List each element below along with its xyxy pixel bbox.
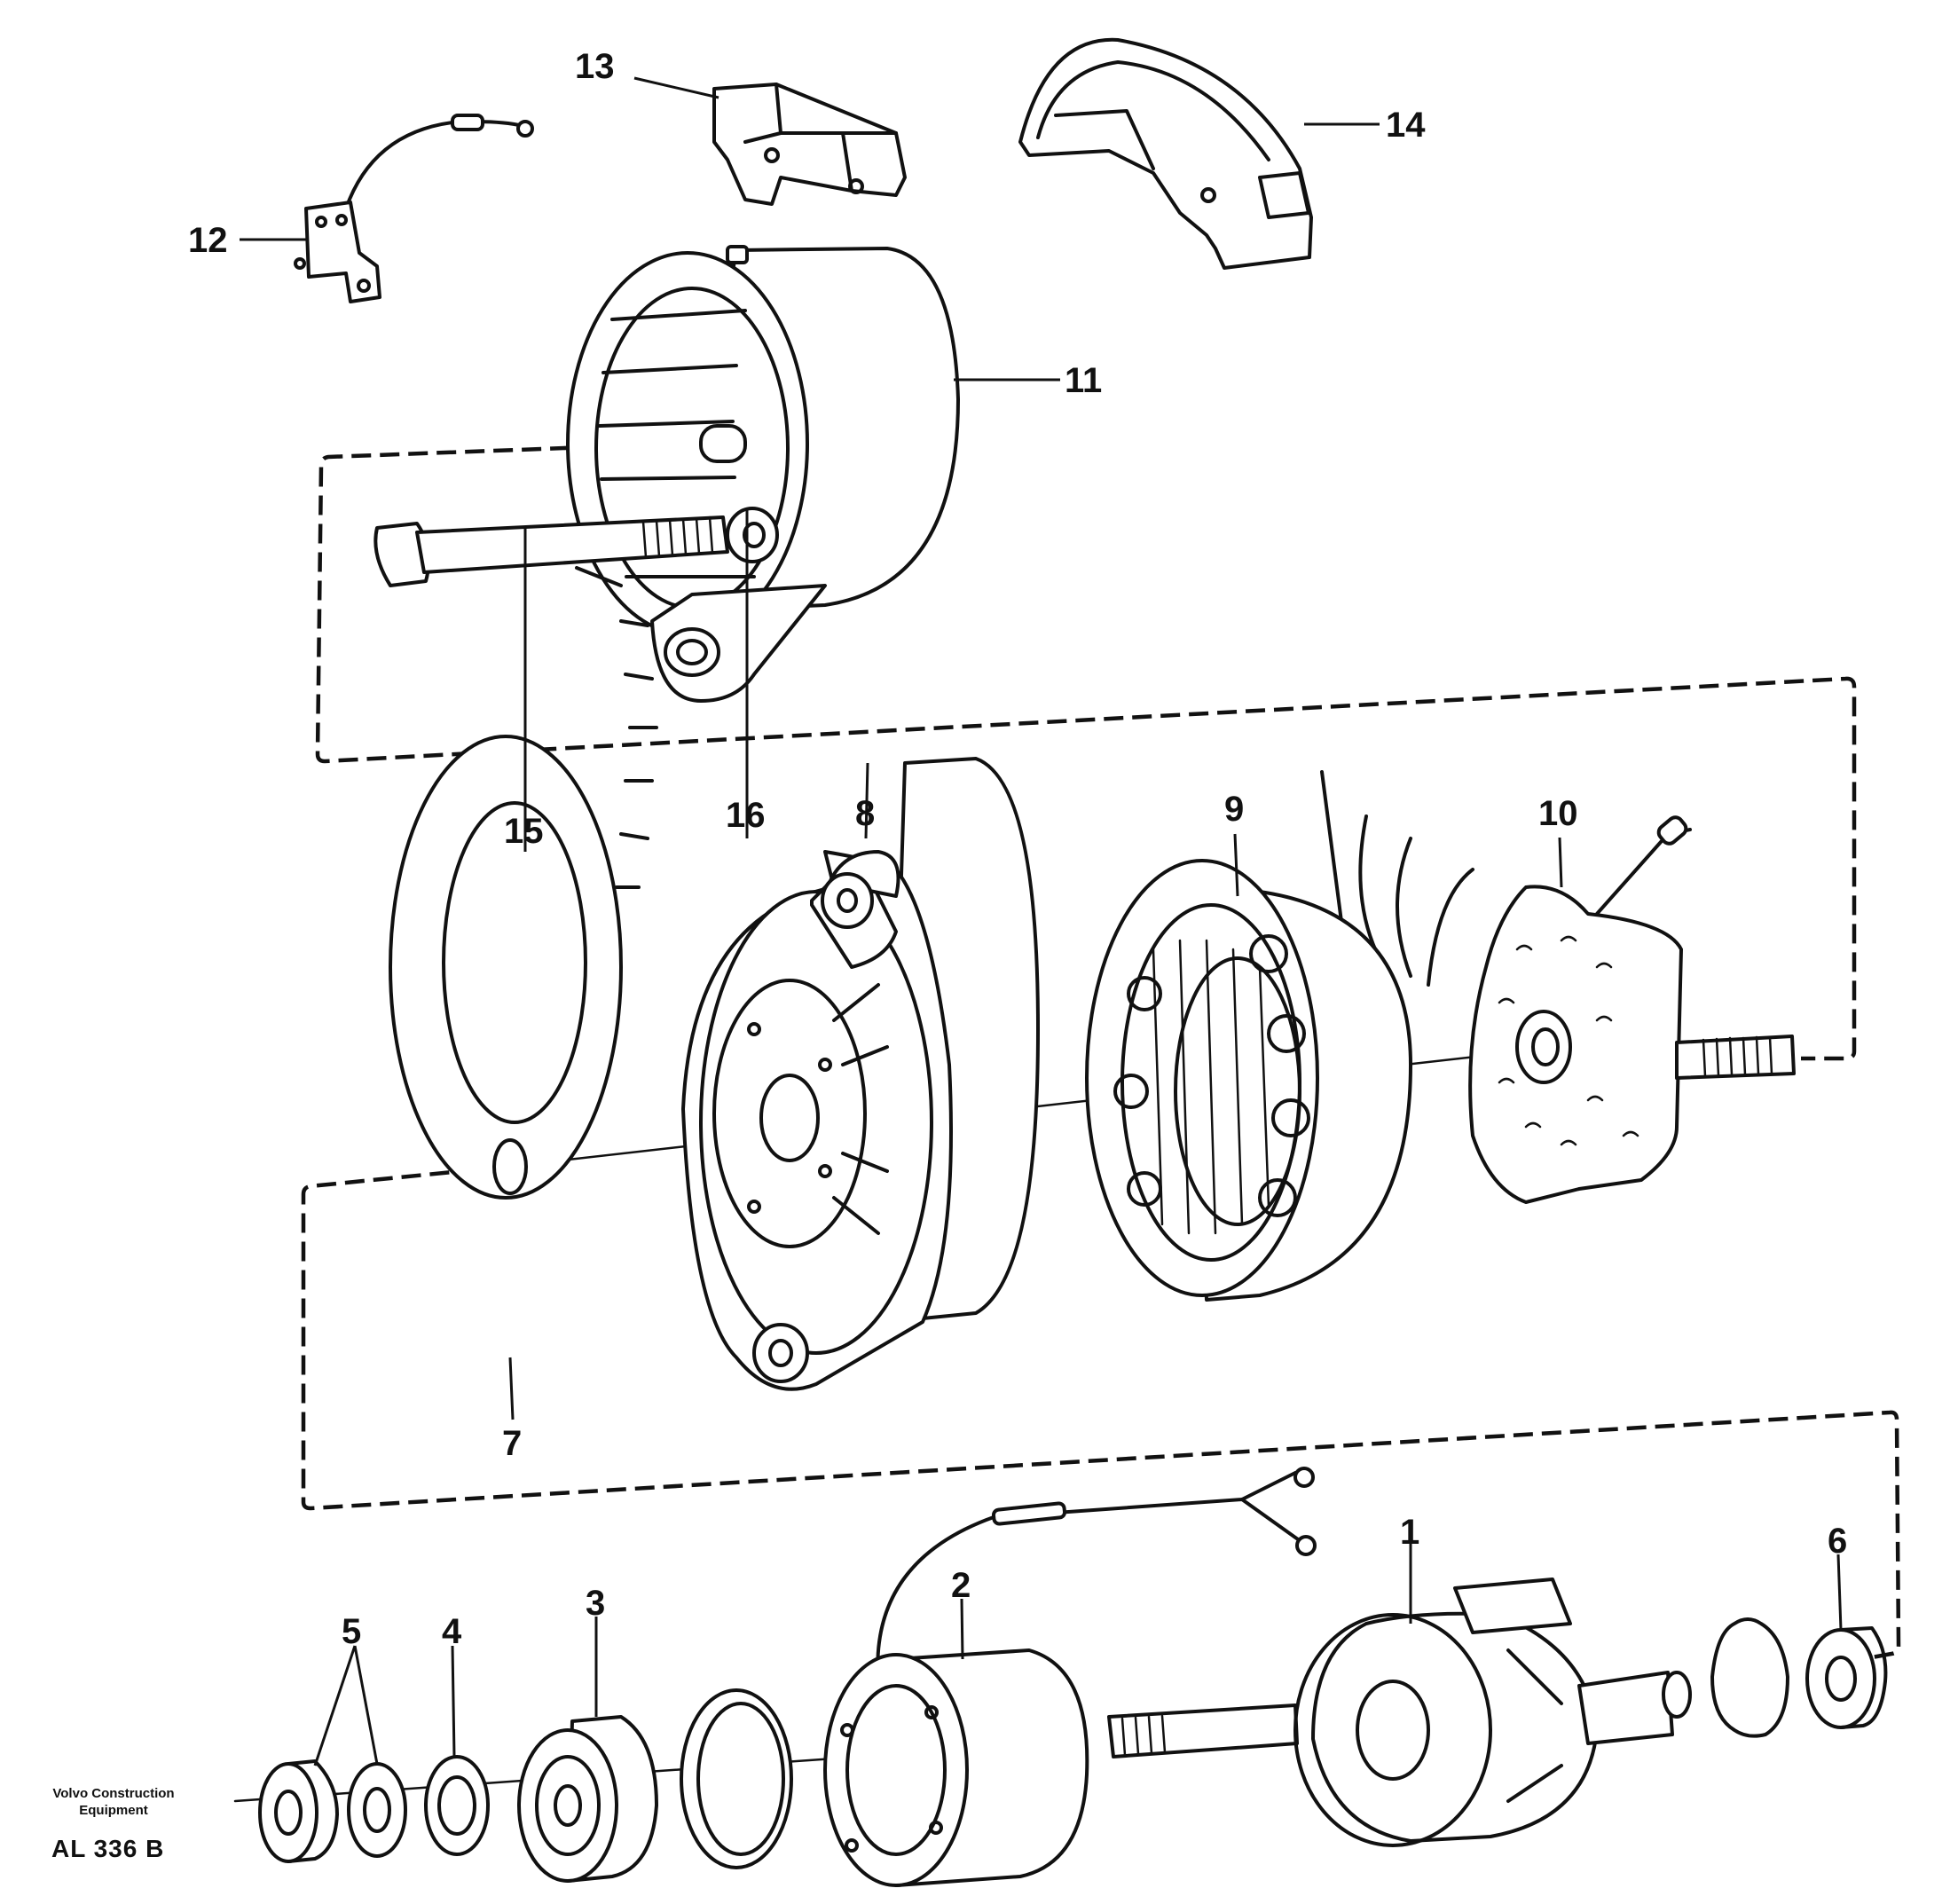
- part-seal-ring: [680, 1688, 793, 1869]
- part-rectifier: [1468, 815, 1796, 1204]
- callout-9: 9: [1224, 790, 1244, 829]
- brand-line-2: Equipment: [79, 1803, 148, 1818]
- callout-6: 6: [1828, 1522, 1847, 1561]
- part-bearing-rear: [1710, 1617, 1888, 1738]
- part-spacer-ring: [424, 1755, 490, 1856]
- part-front-bracket: [681, 757, 1040, 1391]
- callout-16: 16: [726, 796, 766, 835]
- callout-11: 11: [1065, 361, 1102, 400]
- callout-2: 2: [951, 1566, 971, 1605]
- brand-line-1: Volvo Construction: [52, 1786, 175, 1801]
- part-pulley-fan: [389, 566, 658, 1200]
- part-cover-shield: [1018, 37, 1313, 270]
- assembly-guide-upper: [315, 441, 1857, 1061]
- part-regulator: [712, 83, 907, 206]
- leader-5a: [313, 1645, 357, 1766]
- callout-13: 13: [575, 47, 615, 86]
- callout-8: 8: [855, 794, 875, 833]
- part-stator: [1085, 770, 1474, 1302]
- part-washer-small: [726, 507, 779, 563]
- callout-5: 5: [342, 1612, 361, 1651]
- brand-caption: Volvo Construction Equipment: [25, 1785, 202, 1819]
- part-bearing-large: [517, 1715, 658, 1883]
- callout-1: 1: [1400, 1513, 1419, 1552]
- drawing-code: AL 336 B: [51, 1835, 165, 1862]
- assembly-guide-lower: [301, 1164, 1901, 1660]
- leader-9: [1233, 833, 1239, 897]
- leader-10: [1558, 837, 1563, 888]
- leader-6: [1836, 1554, 1843, 1631]
- part-rotor: [1107, 1577, 1692, 1847]
- callout-15: 15: [504, 812, 544, 851]
- callout-12: 12: [188, 221, 228, 260]
- part-housing-rear: [566, 245, 960, 703]
- leader-13: [633, 76, 719, 99]
- leader-4: [451, 1645, 456, 1758]
- part-slip-ring-holder: [823, 1467, 1317, 1887]
- leader-7: [508, 1357, 515, 1420]
- callout-3: 3: [586, 1584, 605, 1623]
- callout-7: 7: [502, 1424, 522, 1463]
- callout-14: 14: [1386, 106, 1426, 145]
- callout-10: 10: [1538, 794, 1578, 833]
- leader-8: [864, 762, 869, 839]
- callout-4: 4: [442, 1612, 462, 1651]
- leader-5b: [353, 1645, 379, 1765]
- part-bolt: [373, 515, 729, 587]
- leader-2: [960, 1598, 964, 1660]
- part-spacers: [258, 1759, 407, 1863]
- part-cable-terminal: [294, 114, 534, 303]
